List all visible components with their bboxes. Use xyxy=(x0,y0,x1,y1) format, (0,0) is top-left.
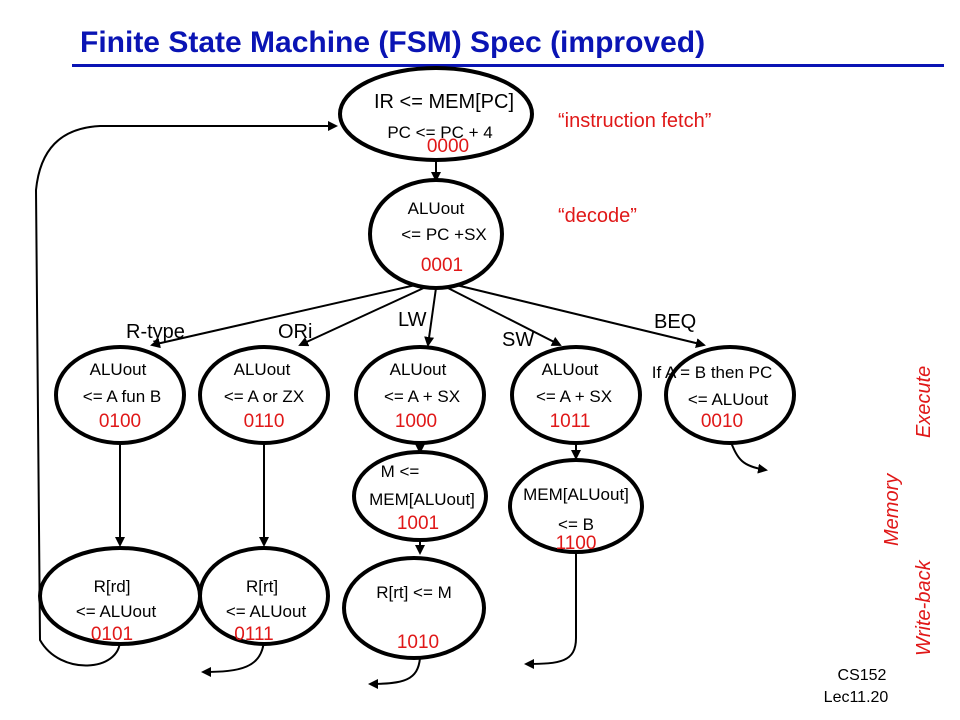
state-oriwb-code: 0111 xyxy=(234,624,273,645)
stage-label-memory: Memory xyxy=(881,473,903,546)
state-lwmem-code: 1001 xyxy=(397,513,439,534)
state-fetch-ellipse xyxy=(338,66,534,162)
state-sw-ellipse xyxy=(510,345,642,445)
state-decode: ALUout <= PC +SX 0001 xyxy=(368,178,504,290)
state-lwmem-line1: M <= xyxy=(381,462,420,481)
state-decode-line2: <= PC +SX xyxy=(401,225,487,244)
state-rtypewb: R[rd] <= ALUout 0101 xyxy=(38,546,202,646)
state-rtypewb-code: 0101 xyxy=(91,624,133,645)
state-rtype-ellipse xyxy=(54,345,186,445)
edge-label-ori: ORi xyxy=(278,321,312,343)
state-swmem-ellipse xyxy=(508,458,644,554)
state-lwmem-line2: MEM[ALUout] xyxy=(369,490,475,509)
footer-course: CS152 xyxy=(838,667,887,684)
edge-lwwb-return xyxy=(368,657,421,689)
state-sw: ALUout <= A + SX 1011 xyxy=(510,345,642,445)
state-decode-ellipse xyxy=(368,178,504,290)
state-sw-code: 1011 xyxy=(550,411,591,432)
state-beq: If A = B then PC <= ALUout 0010 xyxy=(652,345,796,445)
edge-swmem-return xyxy=(524,552,577,669)
edge-label-lw: LW xyxy=(398,309,427,331)
state-lwwb-code: 1010 xyxy=(397,632,439,653)
state-decode-line1: ALUout xyxy=(408,199,465,218)
edge-oriwb-return xyxy=(201,639,265,677)
state-rtype-code: 0100 xyxy=(99,411,141,432)
edge-decode-beq xyxy=(451,283,706,348)
title-underline xyxy=(72,64,944,67)
state-lw-line2: <= A + SX xyxy=(384,387,460,406)
state-ori-line1: ALUout xyxy=(234,360,291,379)
state-lwmem-ellipse xyxy=(352,450,488,542)
note-instruction-fetch: “instruction fetch” xyxy=(558,110,711,132)
edge-rtypewb-fetch xyxy=(34,121,338,667)
state-oriwb-line1: R[rt] xyxy=(246,577,278,596)
state-oriwb: R[rt] <= ALUout 0111 xyxy=(198,546,330,646)
state-lw-line1: ALUout xyxy=(390,360,447,379)
state-decode-code: 0001 xyxy=(421,255,463,276)
edge-label-beq: BEQ xyxy=(654,311,696,333)
edge-label-sw: SW xyxy=(502,329,534,351)
state-lw-code: 1000 xyxy=(395,411,437,432)
state-rtypewb-line1: R[rd] xyxy=(94,577,131,596)
state-fetch: IR <= MEM[PC] PC <= PC + 4 0000 xyxy=(338,66,534,162)
state-fetch-code: 0000 xyxy=(427,136,469,157)
state-sw-line2: <= A + SX xyxy=(536,387,612,406)
state-rtypewb-line2: <= ALUout xyxy=(76,602,157,621)
state-fetch-line1: IR <= MEM[PC] xyxy=(374,91,514,113)
state-lw-ellipse xyxy=(354,345,486,445)
edge-label-rtype: R-type xyxy=(126,321,185,343)
edge-decode-lw xyxy=(424,287,437,347)
state-rtype-line1: ALUout xyxy=(90,360,147,379)
state-swmem: MEM[ALUout] <= B 1100 xyxy=(508,458,644,554)
state-ori: ALUout <= A or ZX 0110 xyxy=(198,345,330,445)
state-lwwb: R[rt] <= M 1010 xyxy=(342,556,486,660)
state-swmem-line1: MEM[ALUout] xyxy=(523,485,629,504)
page-title: Finite State Machine (FSM) Spec (improve… xyxy=(80,26,705,59)
state-rtype: ALUout <= A fun B 0100 xyxy=(54,345,186,445)
state-ori-ellipse xyxy=(198,345,330,445)
state-swmem-code: 1100 xyxy=(556,533,597,554)
state-beq-line1: If A = B then PC xyxy=(652,363,773,382)
state-lwwb-ellipse xyxy=(342,556,486,660)
state-beq-line2: <= ALUout xyxy=(688,390,769,409)
state-swmem-line2: <= B xyxy=(558,515,594,534)
state-fetch-line2: PC <= PC + 4 xyxy=(387,123,492,142)
state-lwmem: M <= MEM[ALUout] 1001 xyxy=(352,450,488,542)
state-beq-ellipse xyxy=(664,345,796,445)
state-beq-code: 0010 xyxy=(701,411,743,432)
state-ori-line2: <= A or ZX xyxy=(224,387,304,406)
edge-decode-sw xyxy=(443,285,562,346)
state-lw: ALUout <= A + SX 1000 xyxy=(354,345,486,445)
note-decode: “decode” xyxy=(558,205,637,227)
stage-label-writeback: Write-back xyxy=(913,559,935,656)
edge-decode-ori xyxy=(298,285,429,347)
stage-label-execute: Execute xyxy=(913,366,935,438)
state-oriwb-ellipse xyxy=(198,546,330,646)
state-lwwb-line1: R[rt] <= M xyxy=(376,583,452,602)
state-sw-line1: ALUout xyxy=(542,360,599,379)
state-ori-code: 0110 xyxy=(244,411,285,432)
edge-decode-rtype xyxy=(150,283,421,349)
footer-lecture: Lec11.20 xyxy=(824,689,889,706)
state-oriwb-line2: <= ALUout xyxy=(226,602,307,621)
state-rtype-line2: <= A fun B xyxy=(83,387,161,406)
